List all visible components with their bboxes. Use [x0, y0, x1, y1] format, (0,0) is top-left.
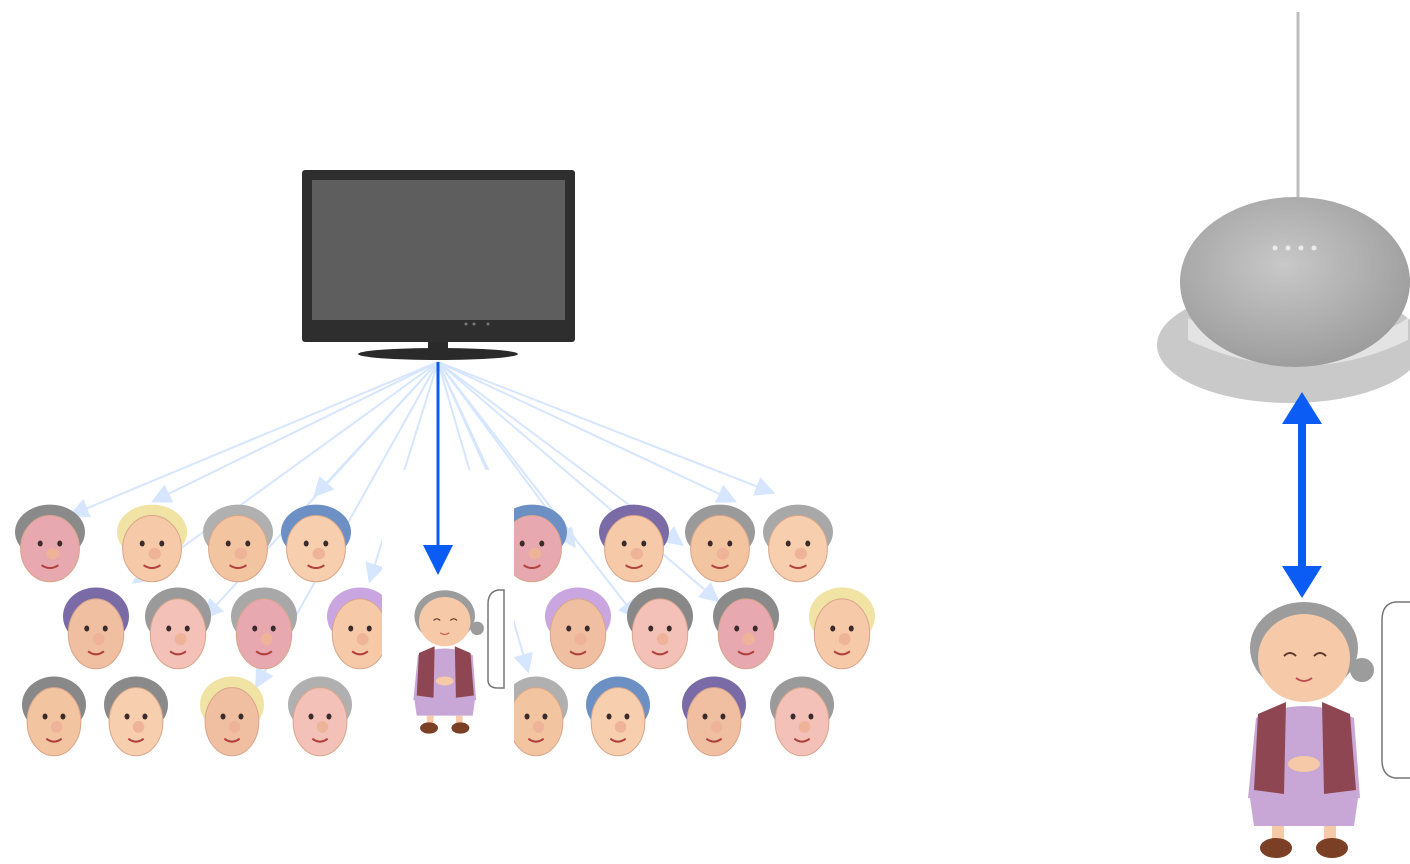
broadcast-arrow	[151, 361, 439, 503]
bracket-left	[487, 589, 505, 689]
broadcast-arrow	[437, 361, 639, 620]
elderly-face	[327, 587, 393, 670]
elderly-face	[15, 504, 85, 583]
elderly-face	[104, 676, 168, 757]
two-way-arrow	[1282, 392, 1322, 598]
elderly-face	[22, 676, 86, 757]
elderly-face	[682, 676, 746, 757]
smart-speaker-icon	[1157, 12, 1410, 403]
elderly-face	[685, 504, 755, 583]
elderly-woman-left	[413, 590, 484, 734]
elderly-face	[281, 504, 351, 583]
bracket-right	[1381, 601, 1410, 779]
elderly-face	[586, 676, 650, 757]
elderly-face	[545, 587, 611, 670]
broadcast-arrow	[437, 361, 776, 496]
television-icon	[302, 170, 575, 360]
elderly-face	[497, 504, 567, 583]
broadcast-arrow	[68, 361, 439, 518]
broadcast-arrow	[131, 361, 439, 584]
elderly-face	[713, 587, 779, 670]
elderly-faces-crowd	[15, 470, 875, 770]
elderly-face	[288, 676, 352, 757]
elderly-face	[203, 504, 273, 583]
elderly-face	[231, 587, 297, 670]
elderly-face	[63, 587, 129, 670]
broadcast-arrow	[437, 361, 720, 603]
elderly-face	[145, 587, 211, 670]
elderly-face	[504, 676, 568, 757]
elderly-face	[809, 587, 875, 670]
elderly-woman-right	[1248, 602, 1374, 858]
elderly-face	[770, 676, 834, 757]
broadcast-arrow	[437, 361, 738, 503]
broadcast-arrow	[313, 361, 439, 498]
elderly-face	[599, 504, 669, 583]
elderly-face	[763, 504, 833, 583]
elderly-face	[200, 676, 264, 757]
elderly-face	[627, 587, 693, 670]
elderly-face	[117, 504, 187, 583]
